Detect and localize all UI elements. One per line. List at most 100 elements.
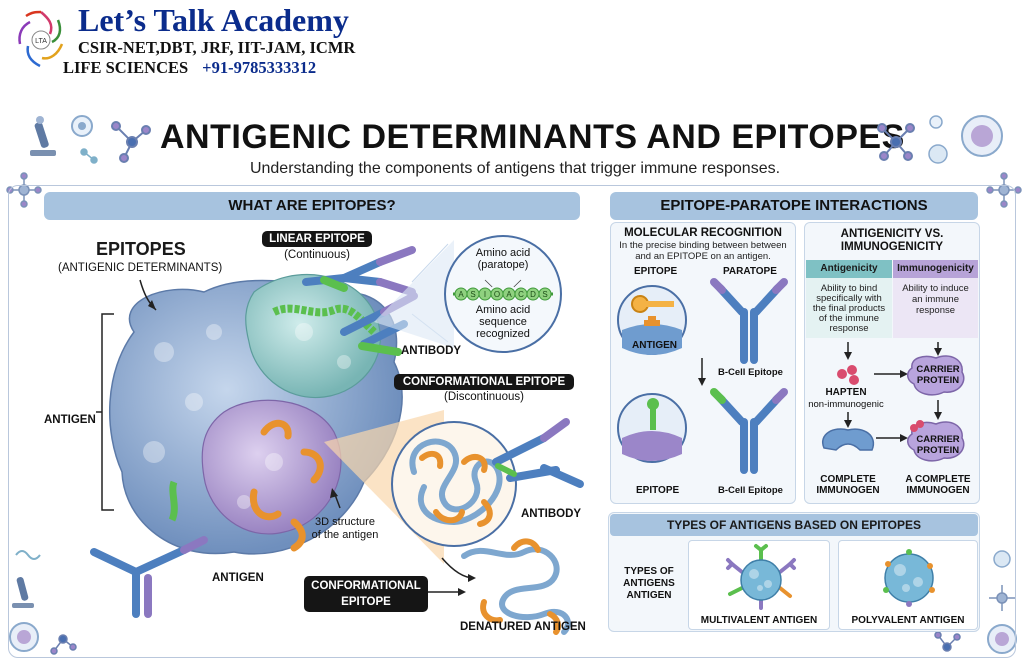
academy-phone: +91-9785333312 [202,58,317,77]
types-side-label: TYPES OF ANTIGENS ANTIGEN [612,566,686,602]
amino-acid-letter: S [470,290,475,299]
molecular-desc-2: and an EPITOPE on an antigen. [635,251,771,262]
bcell-epitope-label-2: B-Cell Epitope [718,485,783,496]
page-title: ANTIGENIC DETERMINANTS AND EPITOPES [160,118,905,156]
virus-icon [928,144,948,164]
left-section-header: WHAT ARE EPITOPES? [44,192,580,220]
structure-label-2: of the antigen [311,529,379,541]
carrier-1-line-2: PROTEIN [916,375,960,386]
multivalent-label: MULTIVALENT ANTIGEN [700,615,818,626]
epitopes-title: EPITOPES [96,239,186,259]
antigenicity-text-3: the final products [812,303,886,314]
molecule-small-icon [50,634,77,655]
conformational-epitope-subtitle: (Discontinuous) [444,391,524,403]
amino-acid-letter: O [494,290,500,299]
blood-cell-icon [9,622,39,652]
blood-cell-icon [961,115,1003,157]
antigenicity-col-head: Antigenicity [806,260,892,278]
epitopes-subtitle: (ANTIGENIC DETERMINANTS) [58,262,223,274]
virus-icon [993,550,1011,568]
zoom-label-bottom-3: recognized [476,328,530,340]
amino-acid-letter: A [506,290,512,299]
polyvalent-antigen-diagram [883,549,935,607]
complete-1-line-2: IMMUNOGEN [816,485,880,496]
antibody-shape [710,278,788,364]
amino-acid-letter: D [530,290,536,299]
antigen-label: ANTIGEN [44,414,96,426]
types-side-line-1: TYPES OF [624,566,674,577]
zoom-label-top-1: Amino acid [475,247,531,259]
academy-logo: LTA [18,10,64,68]
cell-icon [929,115,943,129]
molecule-small-icon [934,631,961,652]
denatured-chain [461,538,571,635]
immunogenicity-col-head: Immunogenicity [893,260,978,278]
antibody-label-1: ANTIBODY [401,345,462,357]
antigenicity-col-body [806,278,892,338]
svg-text:LTA: LTA [35,38,47,45]
bottom-right-decor [987,550,1017,654]
microscope-icon [12,577,34,608]
amino-acid-letter: A [458,290,464,299]
immunogenicity-text-2: an immune [912,294,959,305]
academy-subject: LIFE SCIENCES [63,58,189,77]
amino-acid-letter: I [484,290,486,299]
types-side-line-3: ANTIGEN [626,590,672,601]
cell-icon [71,115,93,137]
key-icon [644,316,660,326]
antigenicity-title-1: ANTIGENICITY VS. [840,228,944,240]
antibody-label-2: ANTIBODY [521,508,582,520]
antigen-bottom-label: ANTIGEN [212,572,264,584]
academy-exams: CSIR-NET,DBT, JRF, IIT-JAM, ICMR [78,38,356,57]
complete-2-line-2: IMMUNOGEN [906,485,970,496]
zoom-label-bottom-2: sequence [479,316,527,328]
hapten-label: HAPTEN [825,387,867,398]
key-icon [631,295,649,313]
epitope-label: EPITOPE [634,266,678,277]
hapten-sublabel: non-immunogenic [808,399,884,410]
amino-acid-letter: S [542,290,547,299]
academy-subject-line: LIFE SCIENCES +91-9785333312 [63,58,316,78]
amino-acid-bead [538,287,552,301]
immunogenicity-col-body [893,278,978,338]
complete-immunogen-shape [821,428,875,451]
antibody-shape [710,388,788,474]
blood-cell-icon [987,624,1017,654]
page-subtitle: Understanding the components of antigens… [249,160,781,177]
carrier-1-line-1: CARRIER [916,364,960,375]
molecule-small-icon [80,148,98,164]
linear-epitope-strand [168,480,178,522]
immunogenicity-text-1: Ability to induce [902,283,969,294]
antibody-shape [302,246,416,296]
molecule-icon [877,123,915,161]
academy-name: Let’s Talk Academy [78,2,349,38]
conformational-epitope-strand [249,419,324,552]
antibody-shape [492,418,584,488]
antigenicity-text-5: response [829,323,869,334]
amino-acid-letter: C [518,290,524,299]
antigenicity-text-1: Ability to bind [820,283,878,294]
zoom-label-top-2: (paratope) [477,259,529,271]
linear-epitope-subtitle: (Continuous) [284,249,350,261]
polyvalent-label: POLYVALENT ANTIGEN [851,615,965,626]
linear-epitope-badge: LINEAR EPITOPE [262,231,372,247]
molecular-antigen-label: ANTIGEN [632,340,677,351]
antigen-protein [109,273,403,555]
zoom-label-bottom-1: Amino acid [475,304,531,316]
bcell-epitope-label-1: B-Cell Epitope [718,367,783,378]
hapten-carrier-diagram [821,342,965,462]
carrier-2-line-1: CARRIER [916,434,960,445]
conformational-epitope-badge: CONFORMATIONAL EPITOPE [394,374,574,390]
antigenicity-text-4: of the immune [818,313,880,324]
structure-label-1: 3D structure [315,516,375,528]
complete-1-line-1: COMPLETE [820,474,876,485]
folded-chain [409,438,503,527]
complete-2-line-1: A COMPLETE [905,474,971,485]
bottom-left-decor [9,550,41,652]
molecular-recognition-diagram [617,278,788,474]
content-frame [8,185,1016,658]
